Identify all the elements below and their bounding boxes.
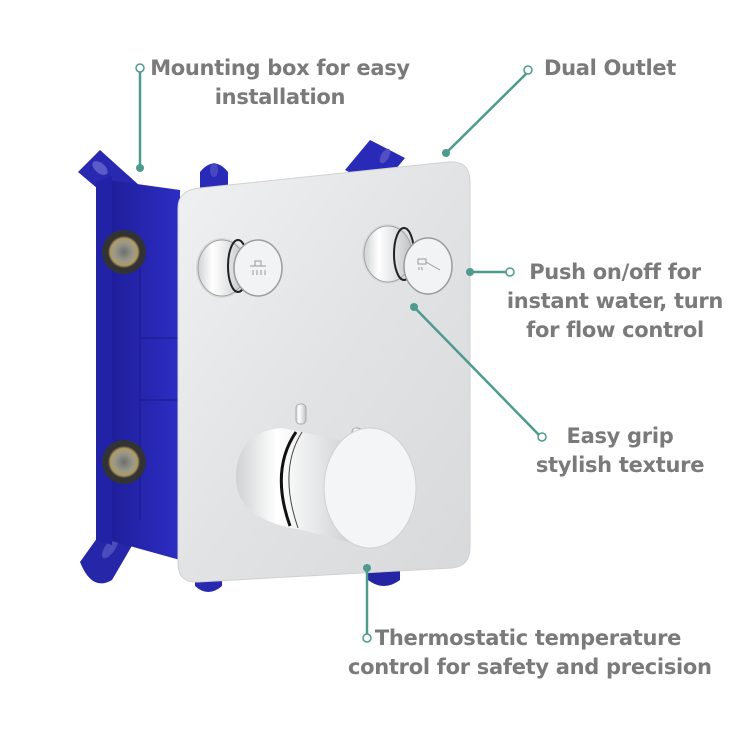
thermostatic-handle[interactable] (236, 403, 417, 549)
callout-text: Dual Outlet (543, 56, 677, 80)
overhead-shower-button[interactable] (196, 238, 283, 298)
callout-mounting-box: Mounting box for easy installation (150, 54, 410, 112)
overhead-shower-icon (250, 260, 266, 275)
callout-text: for flow control (526, 318, 704, 342)
callout-rings (135, 63, 547, 643)
hand-shower-icon (417, 258, 441, 271)
callout-thermostatic: Thermostatic temperature control for saf… (348, 624, 712, 682)
callout-push-on-off: Push on/off for instant water, turn for … (505, 258, 725, 345)
callout-text: control for safety and precision (348, 655, 712, 679)
callout-text: stylish texture (535, 453, 705, 477)
hand-shower-button[interactable] (362, 224, 453, 295)
callout-lines (138, 71, 541, 637)
callout-text: Mounting box for easy (150, 56, 410, 80)
callout-dual-outlet: Dual Outlet (540, 54, 680, 83)
callout-text: instant water, turn (506, 289, 724, 313)
callout-text: Easy grip (566, 424, 674, 448)
callout-easy-grip: Easy grip stylish texture (525, 422, 715, 480)
callout-text: installation (214, 85, 346, 109)
callout-text: Thermostatic temperature (374, 626, 682, 650)
callout-text: Push on/off for (529, 260, 701, 284)
callout-dots (136, 149, 474, 572)
